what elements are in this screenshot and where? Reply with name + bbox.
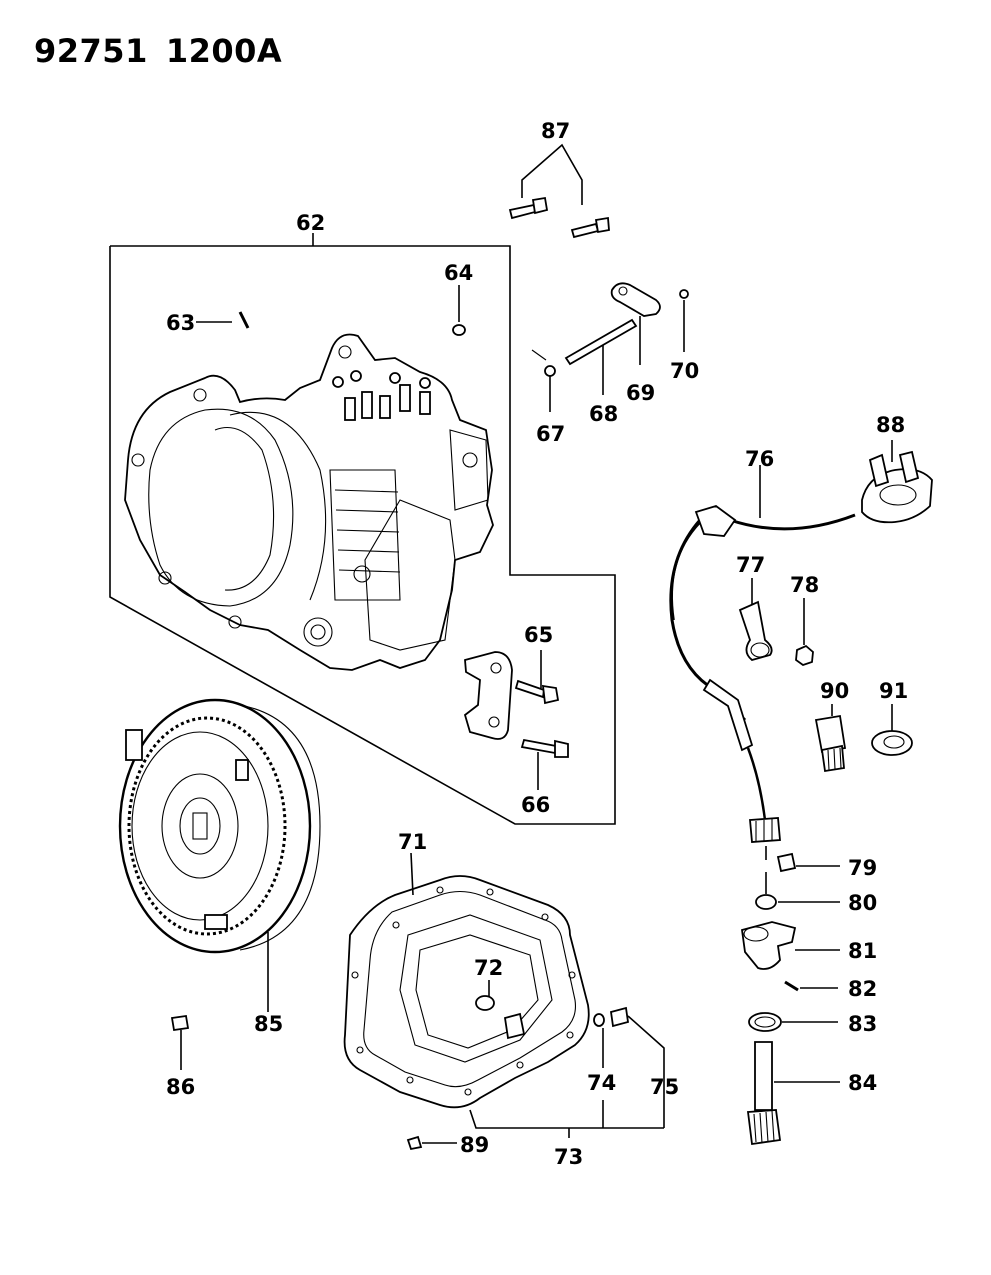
callout-83: 83: [848, 1012, 877, 1036]
callout-75: 75: [650, 1075, 679, 1099]
callout-65: 65: [524, 623, 553, 647]
callout-64: 64: [444, 261, 473, 285]
pan-bracket-line: [469, 1100, 664, 1138]
torque-converter: [118, 698, 321, 1012]
driven-gear: [746, 1041, 840, 1146]
callout-85: 85: [254, 1012, 283, 1036]
callout-84: 84: [848, 1071, 877, 1095]
clip-nut: [795, 598, 814, 666]
callout-90: 90: [820, 679, 849, 703]
callout-labels: 62 63 64 65 66 67 68 69 70 71 72 73 74 7…: [166, 119, 908, 1169]
case-bracket: [463, 651, 513, 740]
pan-bolt: [406, 1135, 457, 1151]
diagram-code: 92751 1200A: [34, 32, 300, 70]
sleeve-bolt: [776, 852, 840, 873]
callout-77: 77: [736, 553, 765, 577]
seal-ring: [755, 894, 840, 910]
retaining-pin: [531, 349, 556, 412]
diagram-code-left: 92751: [34, 32, 148, 70]
drain-plug: [609, 1006, 665, 1128]
callout-76: 76: [745, 447, 774, 471]
callout-80: 80: [848, 891, 877, 915]
plug: [452, 285, 466, 336]
callout-66: 66: [521, 793, 550, 817]
callout-71: 71: [398, 830, 427, 854]
oil-pan: [343, 852, 590, 1109]
shaft: [564, 318, 638, 395]
cable-grommet: [861, 440, 933, 524]
callout-87: 87: [541, 119, 570, 143]
callout-70: 70: [670, 359, 699, 383]
callout-72: 72: [474, 956, 503, 980]
callout-73: 73: [554, 1145, 583, 1169]
callout-62: 62: [296, 211, 325, 235]
callout-81: 81: [848, 939, 877, 963]
transaxle-case: [124, 333, 494, 671]
callout-82: 82: [848, 977, 877, 1001]
callout-91: 91: [879, 679, 908, 703]
callout-89: 89: [460, 1133, 489, 1157]
case-group-outline: [109, 233, 616, 825]
callout-88: 88: [876, 413, 905, 437]
bolts-pair: [508, 143, 610, 239]
dowel-pin: [196, 311, 250, 329]
callout-86: 86: [166, 1075, 195, 1099]
small-nut: [679, 289, 689, 352]
sensor-plug: [871, 704, 913, 756]
gear-sleeve: [741, 921, 840, 970]
callout-69: 69: [626, 381, 655, 405]
bracket-bolt-lower: [520, 738, 569, 790]
o-ring: [748, 1012, 838, 1032]
diagram-code-right: 1200A: [165, 32, 283, 70]
callout-63: 63: [166, 311, 195, 335]
callout-79: 79: [848, 856, 877, 880]
lever: [610, 282, 661, 365]
speedometer-cable: [669, 465, 856, 843]
drain-bolt: [170, 1014, 190, 1070]
callout-74: 74: [587, 1071, 616, 1095]
cable-clip: [738, 578, 773, 661]
retainer-pin: [784, 980, 838, 992]
callout-68: 68: [589, 402, 618, 426]
speed-sensor: [814, 704, 847, 773]
drain-plug-gasket: [593, 1013, 605, 1068]
callout-78: 78: [790, 573, 819, 597]
bracket-bolt-upper: [514, 650, 560, 705]
callout-67: 67: [536, 422, 565, 446]
